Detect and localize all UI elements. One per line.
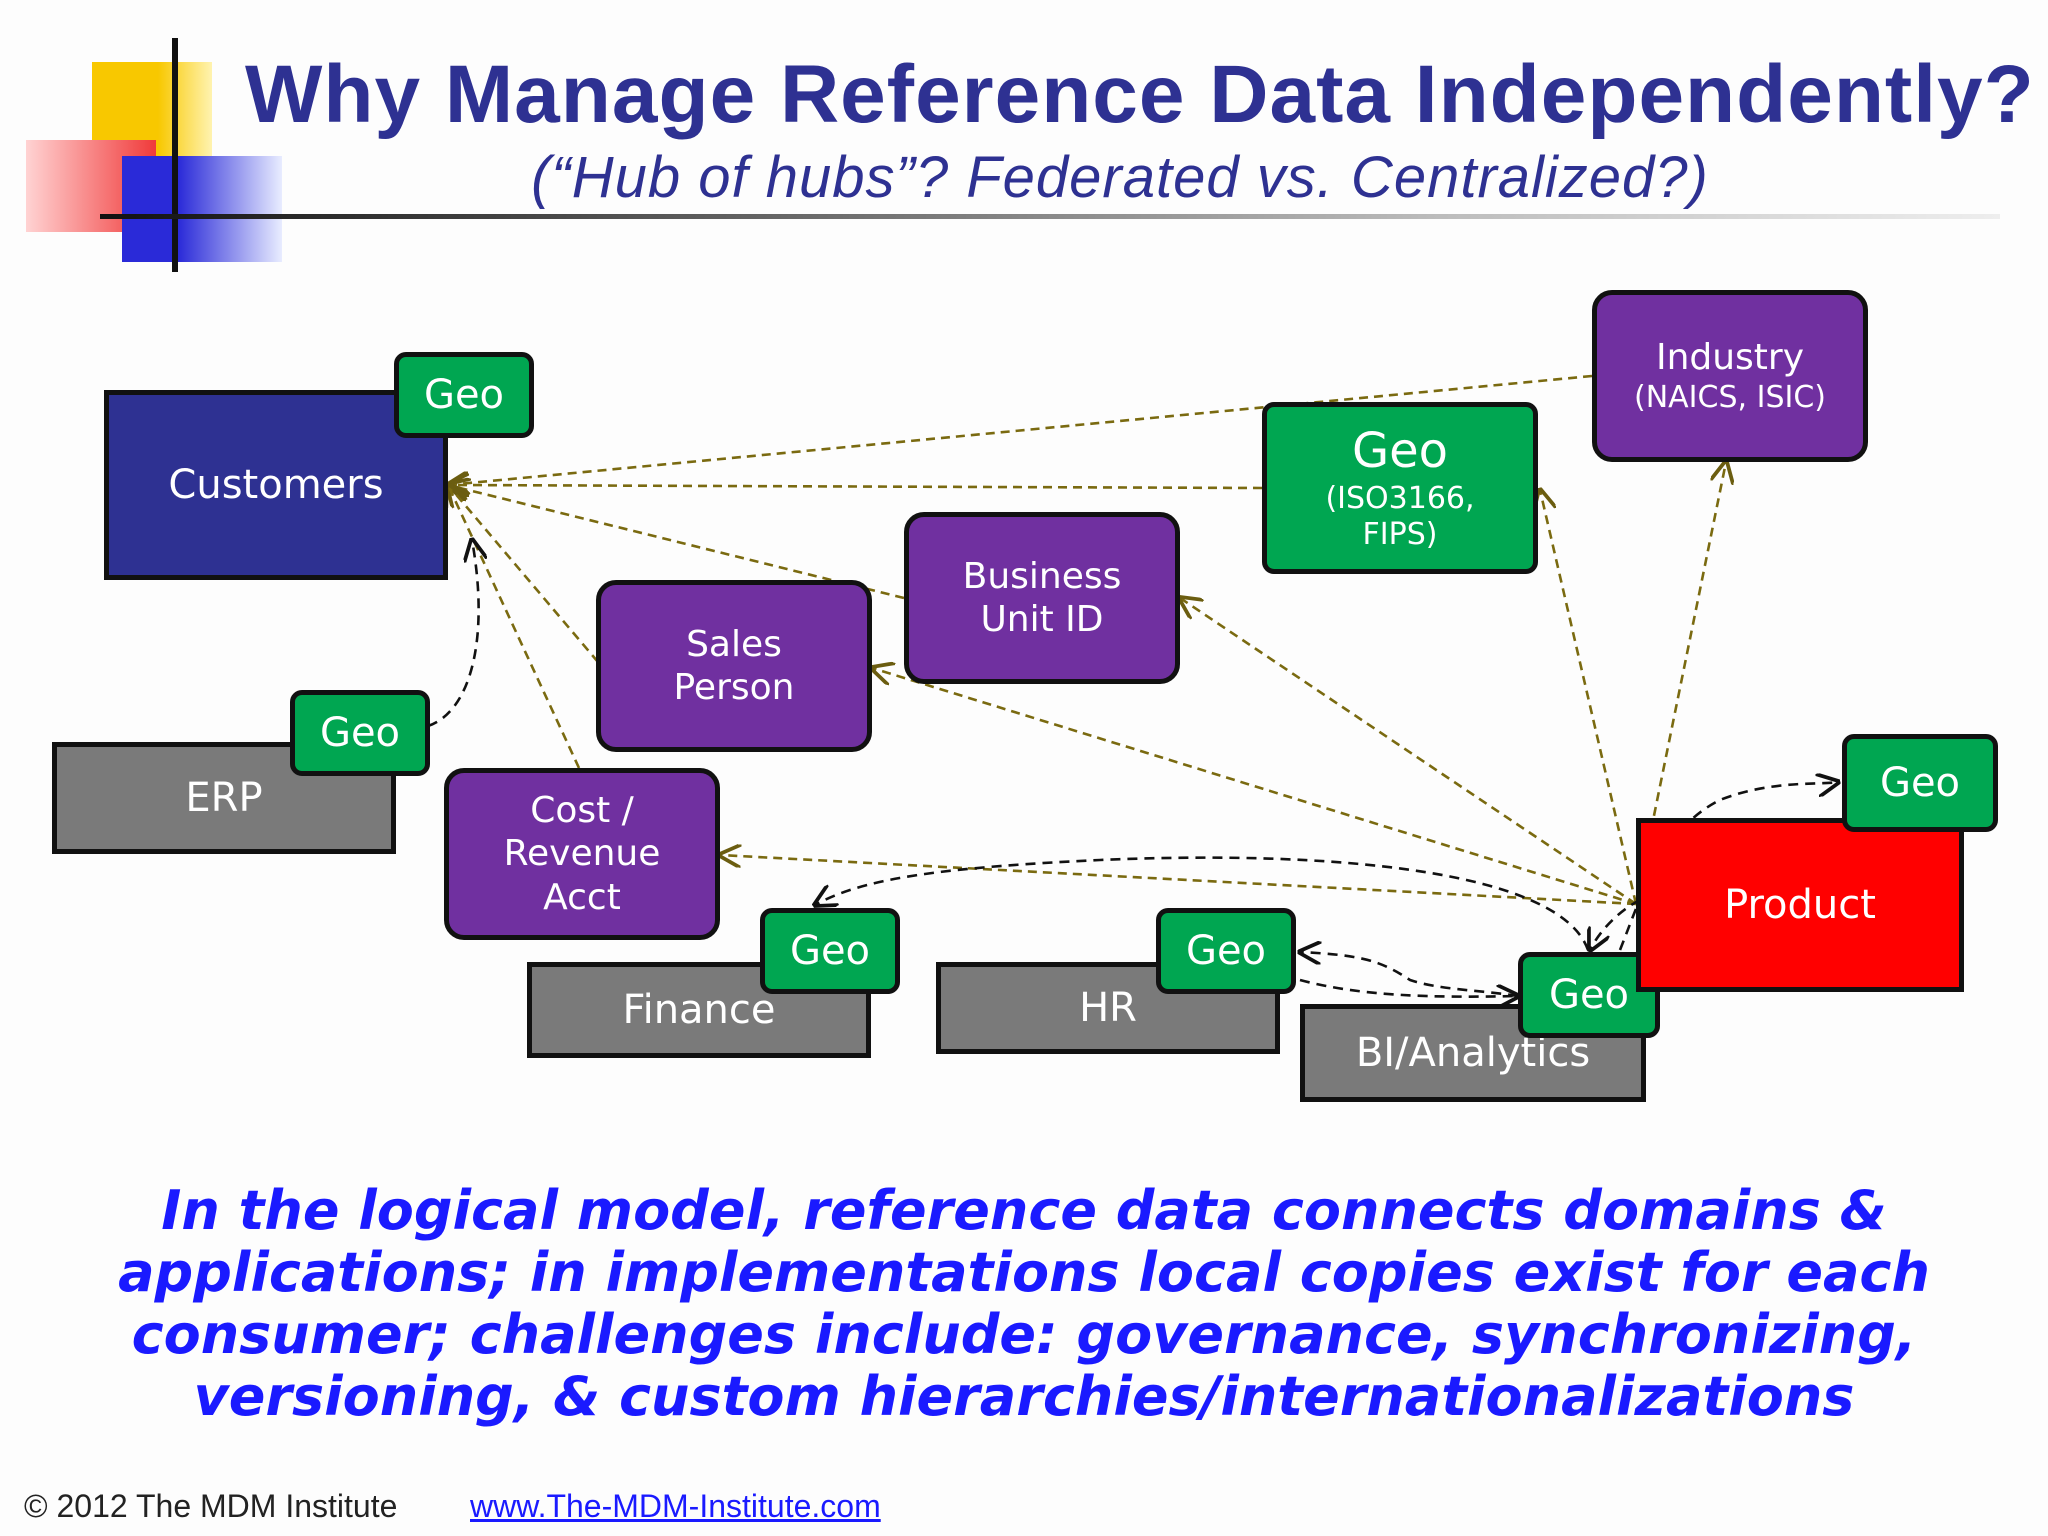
slide-title: Why Manage Reference Data Independently? (245, 49, 2035, 140)
geo-label: Geo (1548, 972, 1630, 1018)
erp-geo-box: Geo (290, 690, 430, 776)
caption-line-3: consumer; challenges include: governance… (131, 1303, 1917, 1366)
sync-bi-geo-product-geo (1618, 782, 1838, 951)
link-business-unit-customers (448, 485, 905, 600)
link-sales-person-customers (448, 485, 599, 663)
hr-geo-box: Geo (1156, 908, 1296, 994)
footer-copyright: © 2012 The MDM Institute (24, 1488, 398, 1524)
product-box: Product (1636, 818, 1964, 992)
link-product-sales-person (872, 668, 1637, 906)
bi-analytics-box: BI/Analytics (1300, 1004, 1646, 1102)
geo-label: Geo (319, 710, 401, 756)
link-product-cost-revenue (720, 855, 1637, 906)
slide-subtitle: (“Hub of hubs”? Federated vs. Centralize… (531, 145, 1709, 210)
geo-reference-box: Geo (ISO3166, FIPS) (1262, 402, 1538, 574)
product-label: Product (1724, 882, 1876, 928)
link-cost-revenue-customers (448, 485, 581, 769)
decor-vertical-line (172, 38, 178, 272)
finance-label: Finance (622, 987, 776, 1033)
hr-label: HR (1079, 985, 1137, 1031)
sync-bi-geo-finance-geo (815, 856, 1590, 951)
link-industry-customers (448, 374, 1593, 485)
geo-label: Geo (1879, 760, 1961, 806)
industry-sub: (NAICS, ISIC) (1634, 379, 1826, 415)
finance-geo-box: Geo (760, 908, 900, 994)
industry-box: Industry (NAICS, ISIC) (1592, 290, 1868, 462)
decor-horizontal-line (100, 214, 2000, 219)
caption: In the logical model, reference data con… (0, 1180, 2048, 1428)
link-geo-customers (448, 485, 1263, 488)
customers-geo-box: Geo (394, 352, 534, 438)
erp-box: ERP (52, 742, 396, 854)
sales-person-box: Sales Person (596, 580, 872, 752)
sales-person-line-1: Sales (686, 623, 782, 665)
sales-person-line-2: Person (673, 667, 795, 708)
business-unit-line-2: Unit ID (980, 599, 1104, 640)
footer-website-link[interactable]: www.The-MDM-Institute.com (470, 1488, 881, 1524)
geo-reference-sub-1: (ISO3166, (1325, 480, 1475, 516)
link-product-geo (1540, 490, 1638, 905)
geo-label: Geo (789, 928, 871, 974)
geo-label: Geo (1185, 928, 1267, 974)
customers-box: Customers (104, 390, 448, 580)
business-unit-line-1: Business (962, 555, 1122, 597)
industry-label: Industry (1655, 337, 1805, 379)
sync-bi-geo-hr-geo (1300, 952, 1519, 998)
geo-label: Geo (423, 372, 505, 418)
erp-label: ERP (185, 775, 263, 821)
sync-product-bi-geo (1590, 898, 1641, 950)
geo-reference-sub-2: FIPS) (1362, 516, 1438, 552)
caption-line-2: applications; in implementations local c… (118, 1241, 1930, 1304)
decor-blue-square (122, 156, 282, 262)
product-geo-box: Geo (1842, 734, 1998, 832)
cost-revenue-line-2: Revenue (503, 833, 661, 875)
cost-revenue-line-1: Cost / (530, 790, 634, 832)
finance-box: Finance (527, 962, 871, 1058)
cost-revenue-box: Cost / Revenue Acct (444, 768, 720, 940)
business-unit-box: Business Unit ID (904, 512, 1180, 684)
geo-reference-label: Geo (1351, 423, 1449, 480)
link-product-business-unit (1180, 598, 1637, 906)
sync-hr-geo-bi-geo (1299, 978, 1518, 997)
caption-line-1: In the logical model, reference data con… (161, 1179, 1887, 1242)
caption-line-4: versioning, & custom hierarchies/interna… (193, 1365, 1855, 1428)
cost-revenue-line-3: Acct (543, 876, 621, 918)
customers-label: Customers (168, 462, 384, 508)
